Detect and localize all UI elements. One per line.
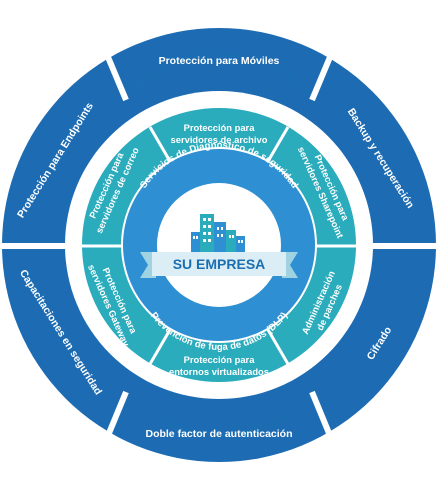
outer-label-mobile: Protección para Móviles xyxy=(159,55,280,67)
buildings-icon xyxy=(191,214,245,254)
teal-segment-files: Protección para servidores de archivo xyxy=(171,122,268,145)
company-ribbon: SU EMPRESA xyxy=(140,252,298,278)
teal-virtual-line1: Protección para xyxy=(184,354,256,365)
teal-virtual-line2: entornos virtualizados xyxy=(169,366,269,377)
teal-segment-virtual: Protección para entornos virtualizados xyxy=(169,354,269,377)
company-name: SU EMPRESA xyxy=(173,256,266,272)
outer-label-2fa: Doble factor de autenticación xyxy=(145,428,292,440)
teal-files-line1: Protección para xyxy=(184,122,256,133)
teal-files-line2: servidores de archivo xyxy=(171,134,268,145)
